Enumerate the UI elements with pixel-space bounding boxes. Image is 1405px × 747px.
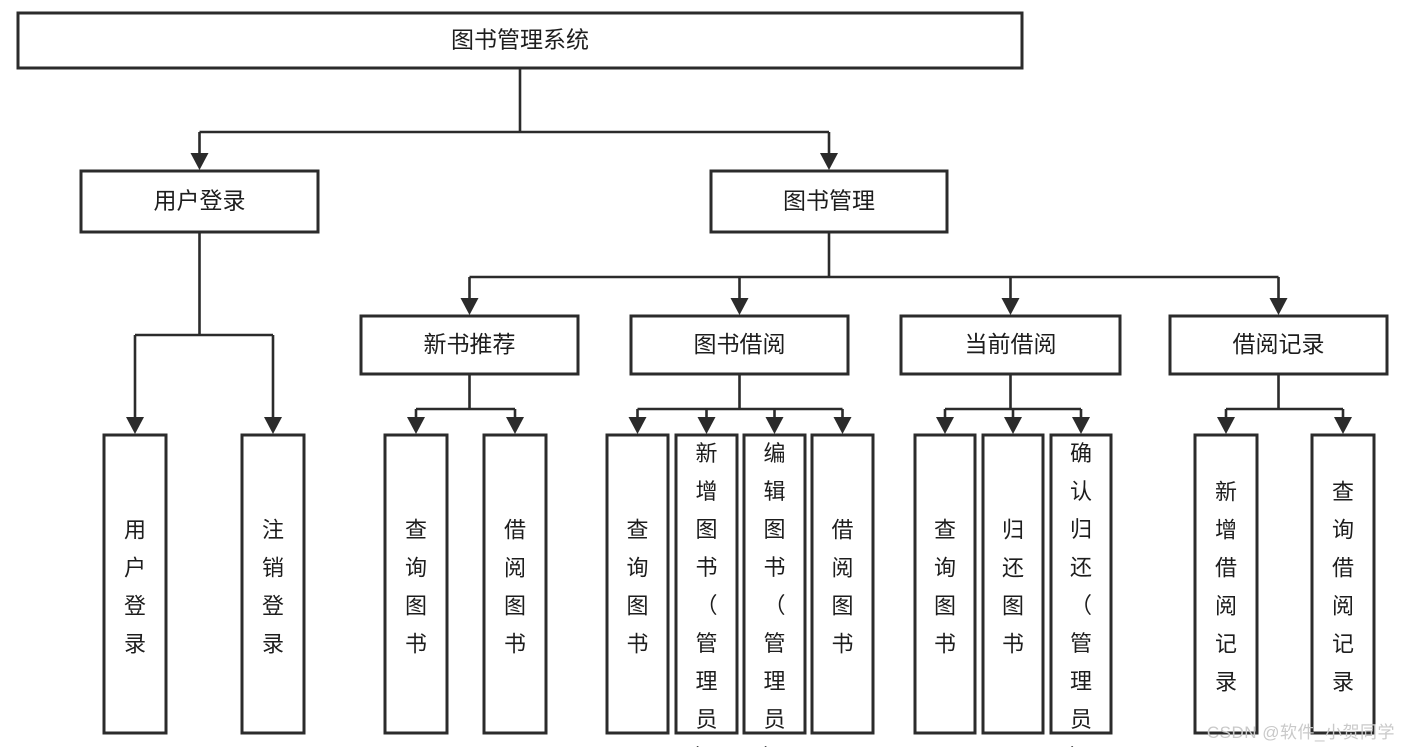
node-label: 图书借阅 [694,331,786,357]
node-label: 查询图书 [405,518,427,657]
arrow-head-icon [126,417,144,434]
node-box [16,11,1024,70]
node-label: 编辑图书（管理员） [763,441,785,747]
node-box [383,433,449,735]
node-box [359,314,580,376]
node-user-login[interactable]: 用户登录 [79,169,320,234]
arrow-head-icon [833,417,852,434]
node-label: 注销登录 [262,518,284,657]
node-label: 确认归还（管理员） [1070,441,1092,747]
node-book-management[interactable]: 图书管理 [709,169,949,234]
node-leaf-add-borrow-record[interactable]: 新增借阅记录 [1193,433,1259,735]
node-box [629,314,850,376]
node-label: 用户登录 [154,188,246,214]
arrow-head-icon [1217,417,1235,434]
node-label: 借阅记录 [1233,331,1325,357]
node-box [709,169,949,234]
connectors-layer [126,68,1352,434]
arrow-head-icon [936,417,954,434]
node-book-borrow[interactable]: 图书借阅 [629,314,850,376]
node-leaf-return-books[interactable]: 归还图书 [981,433,1045,735]
node-box [1193,433,1259,735]
node-box [913,433,977,735]
node-box [674,433,739,735]
node-box [1049,433,1113,735]
node-leaf-add-book-admin[interactable]: 新增图书（管理员） [674,433,739,747]
node-label: 图书管理系统 [451,27,589,53]
arrow-head-icon [506,417,524,434]
arrow-head-icon [820,153,838,170]
node-box [482,433,548,735]
arrow-head-icon [264,417,282,434]
node-leaf-query-books-current[interactable]: 查询图书 [913,433,977,735]
arrow-head-icon [460,298,479,315]
node-box [1310,433,1376,735]
arrow-head-icon [730,298,749,315]
node-leaf-user-login[interactable]: 用户登录 [102,433,168,735]
node-label: 查询借阅记录 [1332,480,1354,695]
node-label: 用户登录 [124,518,146,657]
nodes-layer: 图书管理系统用户登录图书管理新书推荐图书借阅当前借阅借阅记录用户登录注销登录查询… [16,11,1389,747]
node-borrow-records[interactable]: 借阅记录 [1168,314,1389,376]
node-leaf-logout-login[interactable]: 注销登录 [240,433,306,735]
node-leaf-confirm-return-admin[interactable]: 确认归还（管理员） [1049,433,1113,747]
node-label: 新增借阅记录 [1215,480,1237,695]
arrow-head-icon [765,417,784,434]
node-box [981,433,1045,735]
node-label: 查询图书 [626,518,648,657]
node-box [605,433,670,735]
arrow-head-icon [1072,417,1090,434]
node-current-borrow[interactable]: 当前借阅 [899,314,1122,376]
node-leaf-query-borrow-record[interactable]: 查询借阅记录 [1310,433,1376,735]
node-root[interactable]: 图书管理系统 [16,11,1024,70]
node-label: 查询图书 [934,518,956,657]
node-leaf-query-books-recommend[interactable]: 查询图书 [383,433,449,735]
node-label: 借阅图书 [504,518,526,657]
node-label: 新增图书（管理员） [695,441,717,747]
node-label: 归还图书 [1002,518,1024,657]
node-leaf-borrow-books[interactable]: 借阅图书 [810,433,875,735]
node-box [102,433,168,735]
node-box [79,169,320,234]
arrow-head-icon [190,153,209,170]
node-box [899,314,1122,376]
node-label: 当前借阅 [965,331,1057,357]
arrow-head-icon [697,417,716,434]
arrow-head-icon [1004,417,1022,434]
arrow-head-icon [628,417,647,434]
node-box [240,433,306,735]
node-box [1168,314,1389,376]
arrow-head-icon [1334,417,1352,434]
node-label: 图书管理 [783,188,875,214]
arrow-head-icon [1001,298,1020,315]
node-new-book-recommend[interactable]: 新书推荐 [359,314,580,376]
arrow-head-icon [407,417,425,434]
node-box [742,433,807,735]
arrow-head-icon [1269,298,1288,315]
node-leaf-borrow-books-recommend[interactable]: 借阅图书 [482,433,548,735]
node-leaf-edit-book-admin[interactable]: 编辑图书（管理员） [742,433,807,747]
watermark-label: CSDN @软件_小贺同学 [1206,723,1395,742]
node-leaf-query-books-borrow[interactable]: 查询图书 [605,433,670,735]
node-label: 新书推荐 [424,331,516,357]
node-label: 借阅图书 [831,518,853,657]
node-box [810,433,875,735]
